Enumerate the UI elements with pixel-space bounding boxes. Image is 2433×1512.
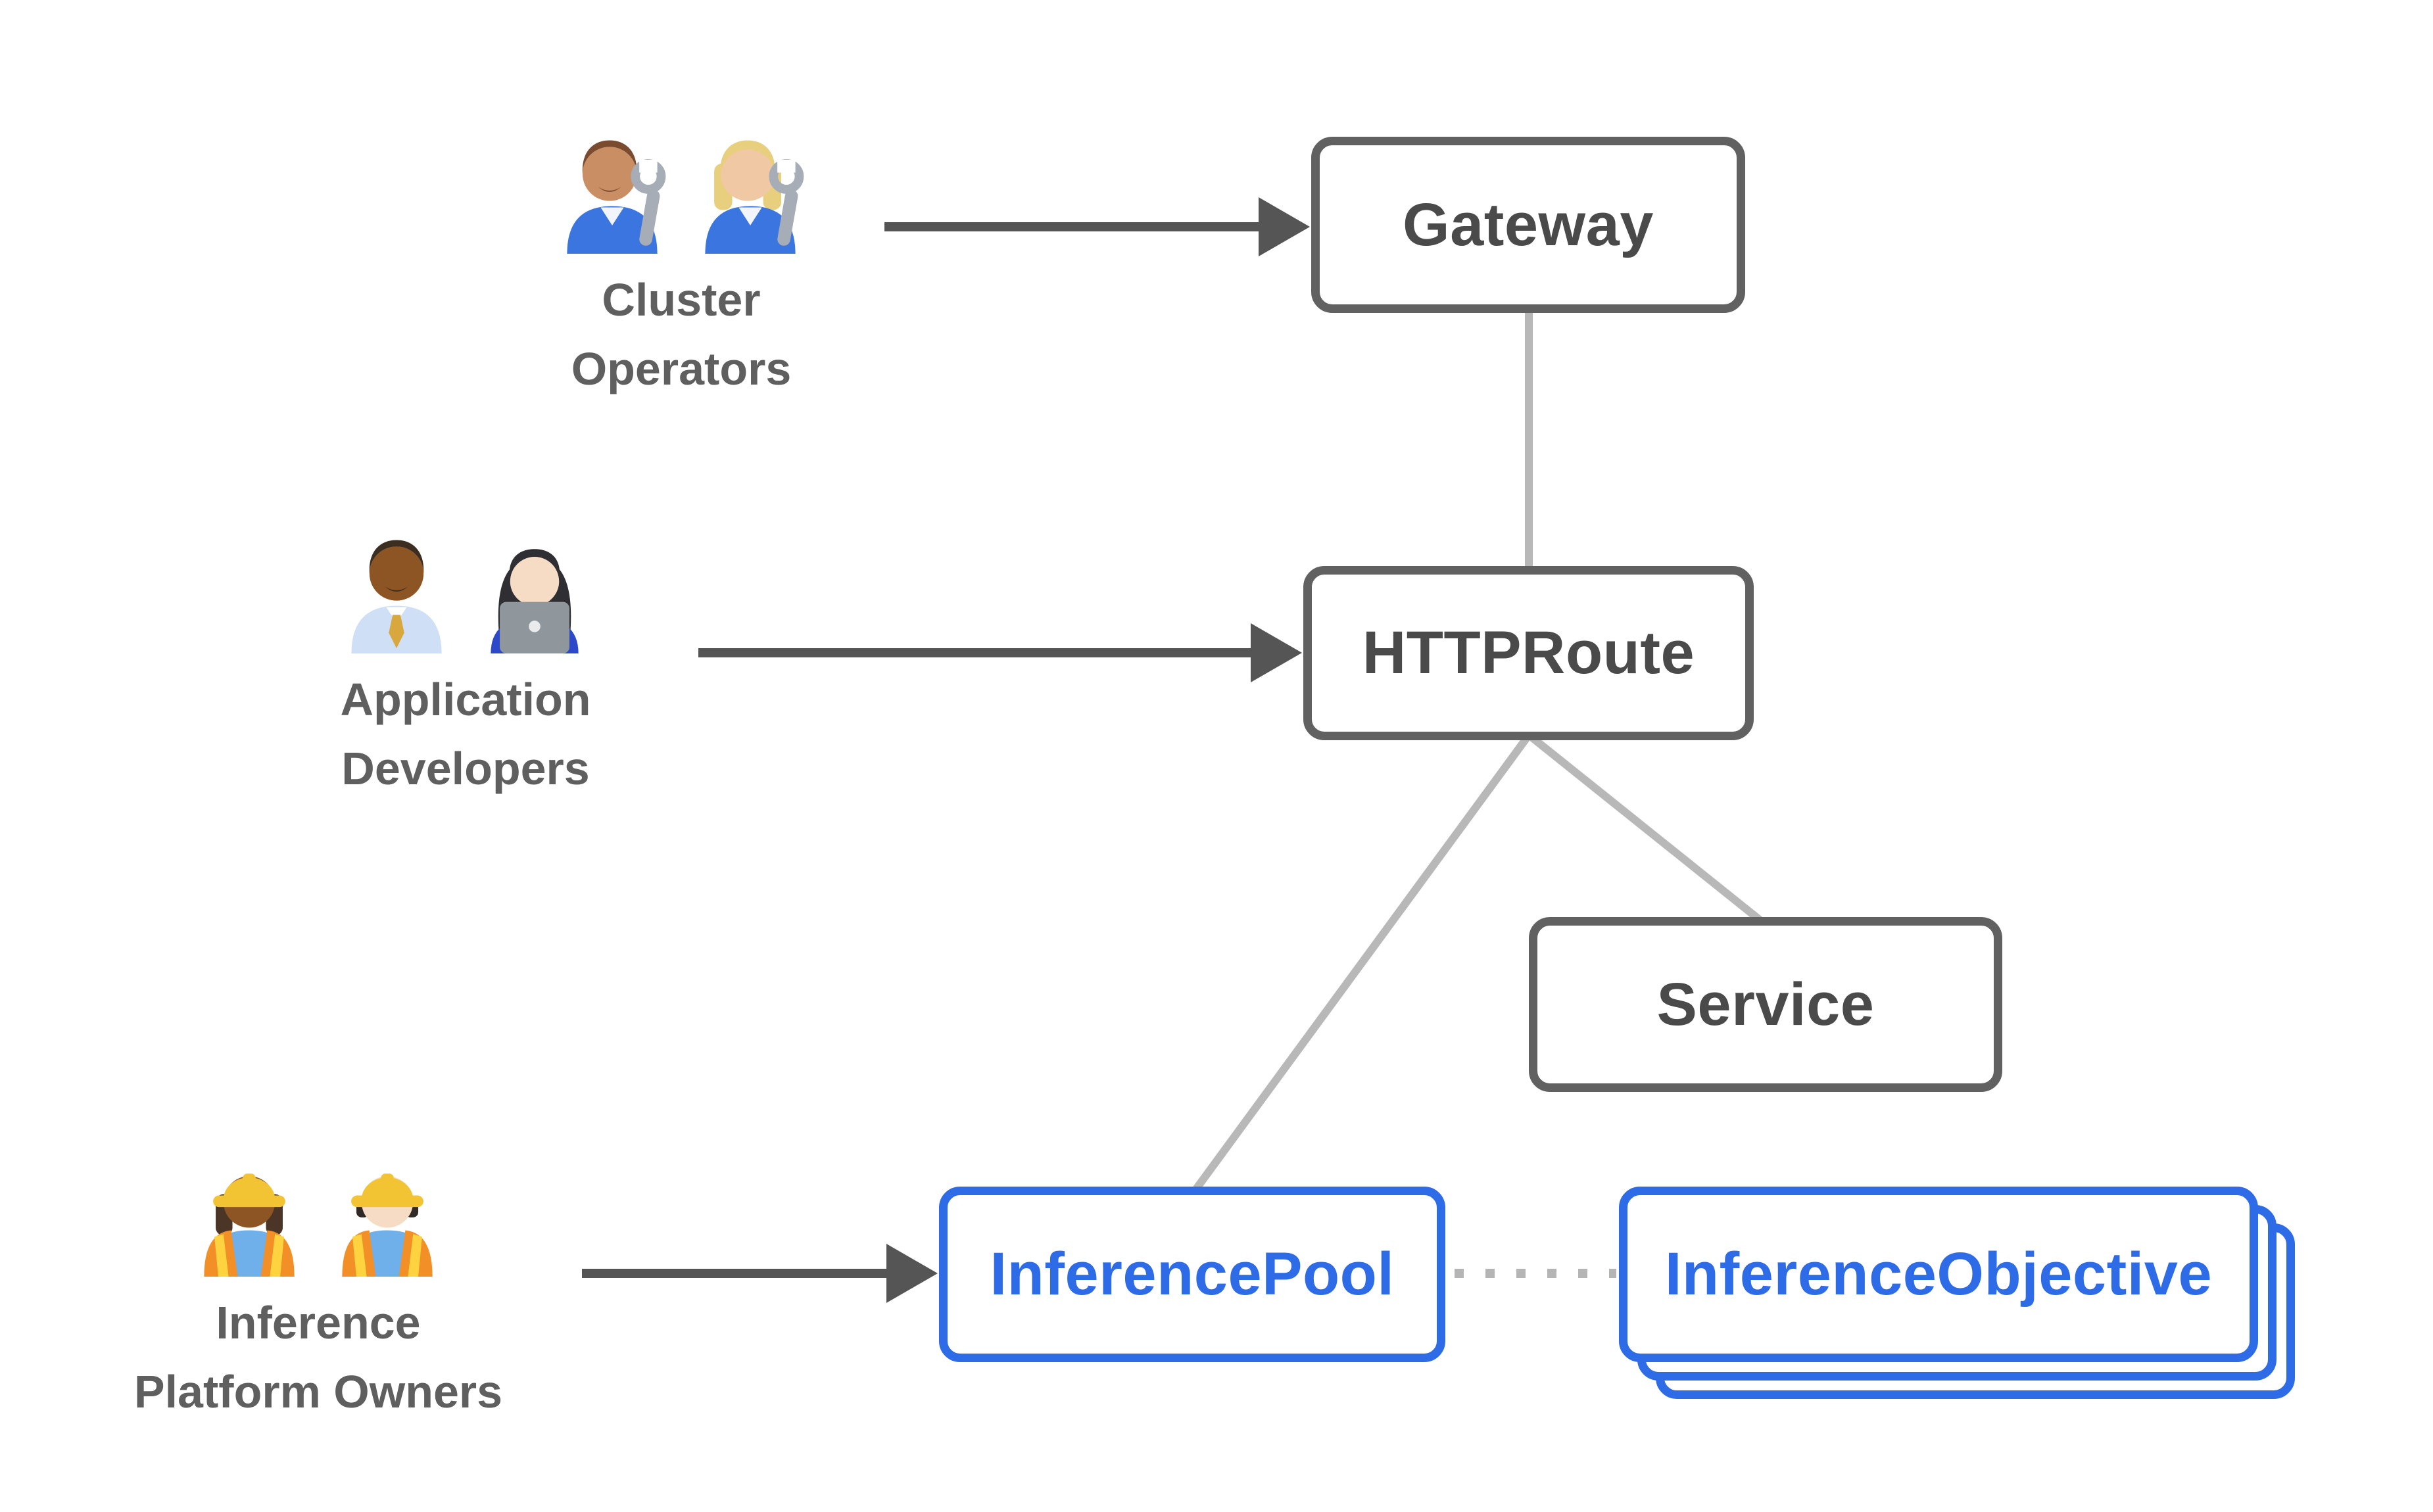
application-developers-label-line2: Developers <box>341 743 590 794</box>
man-construction-worker-icon <box>342 1173 433 1277</box>
cluster-operators-label-line1: Cluster <box>602 274 761 325</box>
cluster-operators-label-line2: Operators <box>571 343 792 394</box>
arrow-platformowners-inferencepool <box>582 1244 938 1303</box>
application-developers-label: Application Developers <box>340 665 590 803</box>
persona-inference-platform-owners: Inference Platform Owners <box>68 1148 568 1427</box>
node-service: Service <box>1529 917 2002 1092</box>
inference-platform-owners-label: Inference Platform Owners <box>134 1288 502 1427</box>
node-inferencepool: InferencePool <box>939 1187 1445 1362</box>
node-inferenceobjective-label: InferenceObjective <box>1664 1240 2213 1308</box>
edge-httproute-service <box>1526 732 1763 924</box>
node-inferenceobjective-stack: InferenceObjective <box>1619 1187 2296 1400</box>
woman-technologist-icon <box>491 549 579 653</box>
arrowhead <box>1251 623 1302 682</box>
arrowhead <box>886 1244 938 1303</box>
arrowhead <box>1259 197 1310 256</box>
cluster-operators-label: Cluster Operators <box>571 266 792 404</box>
woman-construction-worker-icon <box>204 1173 295 1277</box>
man-mechanic-icon <box>567 140 666 254</box>
edge-httproute-inferencepool <box>1192 732 1532 1193</box>
inference-platform-owners-label-line1: Inference <box>216 1297 421 1348</box>
application-developers-label-line1: Application <box>340 674 591 725</box>
node-httproute-label: HTTPRoute <box>1362 619 1695 686</box>
node-inferenceobjective: InferenceObjective <box>1619 1187 2258 1362</box>
arrow-appdevelopers-httproute <box>698 623 1302 682</box>
arrow-clusteroperators-gateway <box>884 197 1310 256</box>
persona-application-developers: Application Developers <box>216 525 715 803</box>
node-gateway: Gateway <box>1311 137 1745 313</box>
man-office-worker-icon <box>351 540 442 653</box>
inference-platform-owners-icons <box>185 1148 452 1277</box>
cluster-operators-icons <box>548 125 815 254</box>
woman-mechanic-icon <box>705 140 804 254</box>
inference-platform-owners-label-line2: Platform Owners <box>133 1366 503 1417</box>
persona-cluster-operators: Cluster Operators <box>431 125 931 404</box>
application-developers-icons <box>332 525 599 653</box>
node-gateway-label: Gateway <box>1403 191 1654 258</box>
node-service-label: Service <box>1656 970 1875 1038</box>
node-httproute: HTTPRoute <box>1303 566 1754 740</box>
node-inferencepool-label: InferencePool <box>990 1240 1395 1308</box>
